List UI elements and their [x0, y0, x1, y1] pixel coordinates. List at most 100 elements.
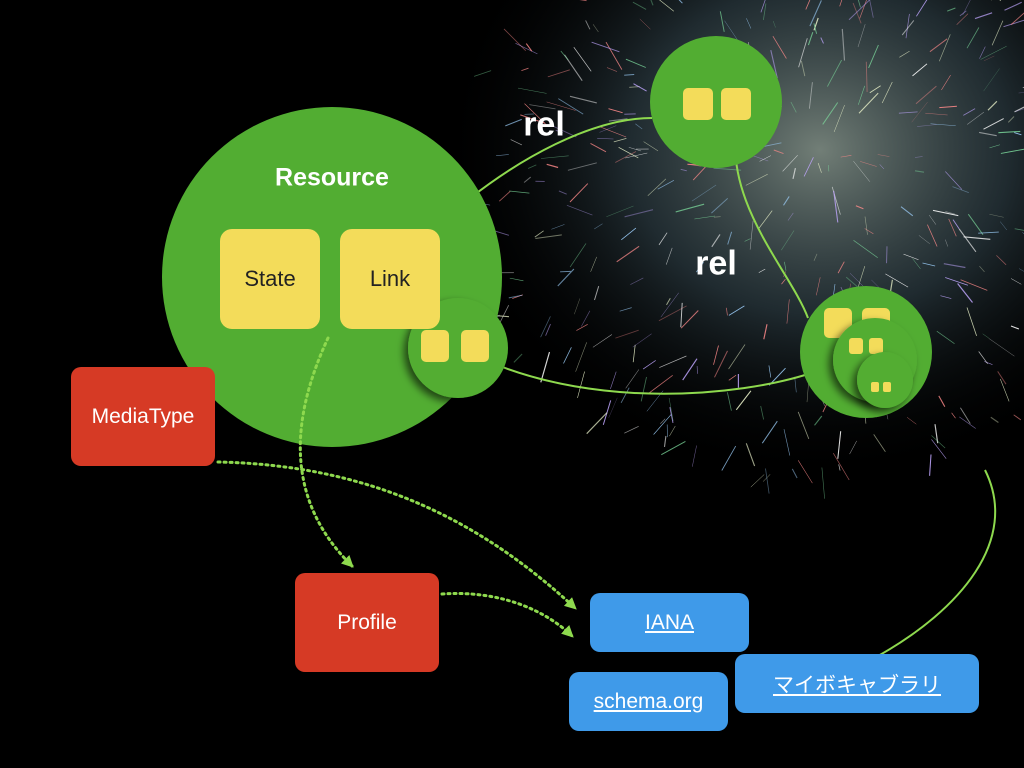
internet-map-strand [978, 231, 999, 234]
internet-map-strand [760, 0, 766, 13]
mediatype-box: MediaType [71, 367, 215, 466]
internet-map-strand [692, 165, 707, 181]
internet-map-strand [592, 24, 599, 33]
internet-map-strand [906, 417, 917, 425]
internet-map-strand [901, 20, 915, 36]
internet-map-strand [803, 157, 814, 177]
internet-map-strand [820, 37, 824, 44]
internet-map-strand [619, 307, 632, 312]
internet-map-strand [979, 265, 985, 273]
internet-map-strand [984, 361, 993, 365]
internet-map-strand [592, 334, 613, 348]
internet-map-strand [853, 240, 878, 258]
internet-map-strand [938, 34, 951, 62]
internet-map-strand [765, 468, 770, 494]
internet-map-strand [868, 44, 879, 69]
internet-map-strand [546, 101, 576, 111]
internet-map-strand [758, 268, 766, 273]
internet-map-strand [940, 295, 952, 299]
internet-map-strand [555, 129, 564, 134]
internet-map-strand [725, 307, 728, 316]
internet-map-strand [807, 32, 814, 46]
internet-map-strand [963, 108, 976, 116]
internet-map-strand [869, 85, 881, 94]
internet-map-strand [1014, 228, 1024, 231]
internet-map-strand [784, 261, 787, 271]
schema-org-link[interactable]: schema.org [569, 672, 728, 731]
internet-map-strand [772, 35, 787, 59]
linked-resource-slot [721, 88, 751, 120]
embedded-resource-slot [421, 330, 449, 362]
my-vocabulary-link[interactable]: マイボキャブラリ [735, 654, 979, 713]
internet-map-strand [1015, 108, 1024, 112]
internet-map-strand [990, 416, 999, 423]
internet-map-strand [859, 0, 867, 19]
internet-map-strand [857, 0, 861, 8]
internet-map-strand [828, 165, 830, 172]
profile-box: Profile [295, 573, 439, 672]
internet-map-strand [832, 453, 850, 481]
internet-map-strand [952, 219, 960, 230]
internet-map-strand [821, 467, 825, 499]
internet-map-strand [680, 302, 683, 328]
internet-map-strand [841, 28, 846, 61]
internet-map-strand [691, 184, 717, 202]
internet-map-strand [925, 112, 948, 116]
internet-map-strand [798, 38, 808, 68]
internet-map-strand [682, 358, 698, 381]
internet-map-strand [800, 60, 806, 77]
internet-map-strand [998, 130, 1021, 134]
internet-map-strand [816, 277, 821, 296]
internet-map-strand [498, 190, 511, 202]
iana-link[interactable]: IANA [590, 593, 749, 652]
internet-map-strand [848, 0, 871, 21]
internet-map-strand [678, 0, 683, 4]
internet-map-strand [817, 162, 822, 173]
internet-map-strand [837, 431, 842, 459]
internet-map-strand [687, 164, 702, 167]
internet-map-strand [640, 376, 647, 402]
internet-map-strand [967, 111, 985, 125]
internet-map-strand [1000, 221, 1007, 231]
internet-map-strand [783, 429, 791, 456]
internet-map-strand [569, 243, 587, 268]
internet-map-strand [647, 178, 667, 196]
internet-map-strand [1018, 92, 1024, 94]
internet-map-strand [762, 3, 767, 20]
internet-map-strand [632, 1, 647, 10]
internet-map-strand [590, 142, 607, 153]
internet-map-strand [711, 234, 721, 248]
internet-map-strand [494, 230, 510, 236]
internet-map-strand [899, 50, 910, 58]
internet-map-strand [591, 41, 620, 53]
internet-map-strand [496, 154, 509, 156]
internet-map-strand [520, 114, 545, 124]
internet-map-strand [853, 160, 870, 182]
internet-map-strand [962, 0, 971, 16]
internet-map-strand [744, 238, 751, 242]
internet-map-strand [797, 460, 813, 484]
internet-map-strand [594, 223, 603, 230]
internet-map-strand [509, 190, 530, 194]
internet-map-strand [941, 74, 951, 91]
internet-map-strand [599, 125, 617, 133]
internet-map-strand [608, 397, 618, 418]
internet-map-strand [632, 333, 652, 348]
internet-map-strand [650, 0, 654, 6]
internet-map-strand [597, 138, 614, 140]
internet-map-strand [929, 454, 932, 476]
internet-map-strand [745, 443, 756, 467]
internet-map-strand [790, 101, 797, 113]
internet-map-strand [978, 131, 997, 137]
internet-map-strand [1000, 148, 1024, 154]
internet-map-strand [791, 468, 798, 479]
internet-map-strand [957, 283, 973, 303]
internet-map-strand [989, 213, 1004, 218]
internet-map-strand [857, 266, 866, 289]
internet-map-strand [996, 255, 1007, 266]
internet-map-strand [719, 11, 725, 32]
internet-map-strand [735, 390, 752, 411]
internet-map-strand [945, 211, 955, 215]
internet-map-strand [653, 414, 672, 435]
